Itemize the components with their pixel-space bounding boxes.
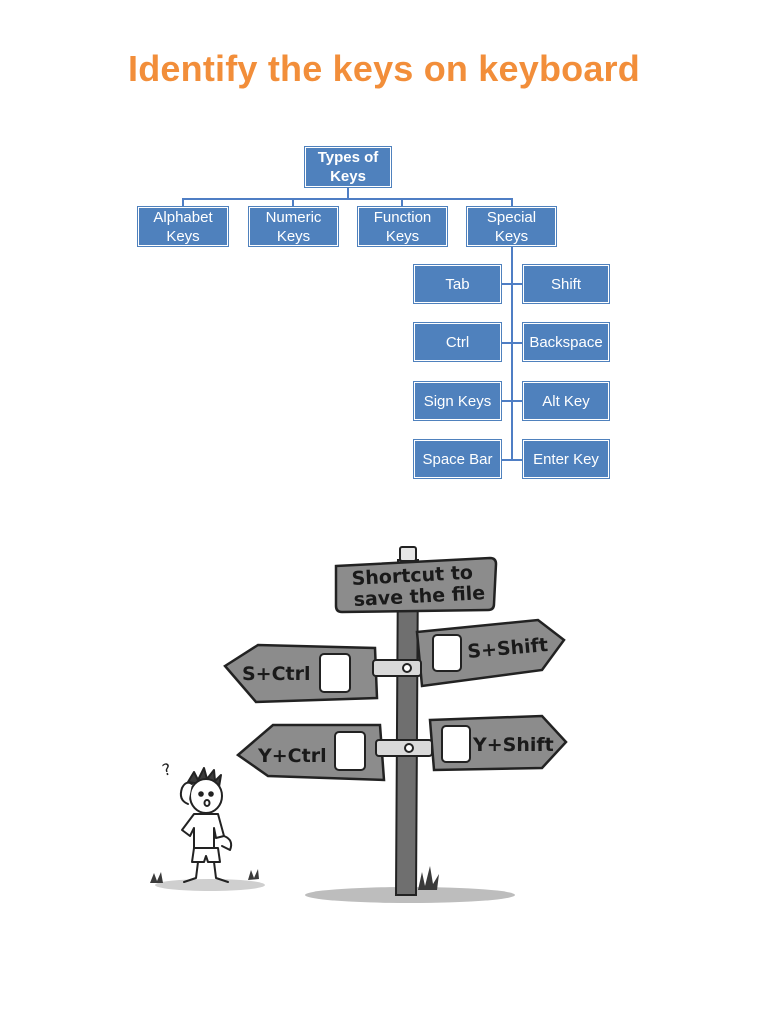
- special-key-space-bar: Space Bar: [414, 440, 501, 478]
- special-key-shift: Shift: [523, 265, 609, 303]
- connector-row-3: [500, 400, 524, 402]
- page-title: Identify the keys on keyboard: [128, 48, 640, 89]
- connector-function: [401, 198, 403, 208]
- connector-row-4: [500, 459, 524, 461]
- category-alphabet-keys: Alphabet Keys: [138, 207, 228, 246]
- special-key-sign-keys: Sign Keys: [414, 382, 501, 420]
- special-key-backspace: Backspace: [523, 323, 609, 361]
- grass-icon: [248, 869, 259, 880]
- connector-numeric: [292, 198, 294, 208]
- upper-bracket: [372, 659, 422, 677]
- diagram-root-node: Types of Keys: [305, 147, 391, 187]
- sign-y-ctrl: Y+Ctrl: [235, 723, 386, 782]
- connector-row-1: [500, 283, 524, 285]
- special-key-enter-key: Enter Key: [523, 440, 609, 478]
- category-special-keys: Special Keys: [467, 207, 556, 246]
- grass-icon: [418, 866, 439, 890]
- special-key-alt-key: Alt Key: [523, 382, 609, 420]
- special-key-tab: Tab: [414, 265, 501, 303]
- sign-y-shift: Y+Shift: [428, 714, 568, 772]
- sign-s-ctrl: S+Ctrl: [223, 643, 379, 704]
- connector-special-spine: [511, 245, 513, 461]
- category-function-keys: Function Keys: [358, 207, 447, 246]
- grass-icon: [150, 872, 163, 883]
- special-key-ctrl: Ctrl: [414, 323, 501, 361]
- lower-bolt: [404, 743, 414, 753]
- connector-special: [511, 198, 513, 208]
- upper-bolt: [402, 663, 412, 673]
- connector-category-bar: [183, 198, 513, 200]
- top-sign: Shortcut to save the file: [334, 556, 498, 614]
- sign-s-shift: S+Shift: [415, 618, 566, 688]
- sign-y-ctrl-label: Y+Ctrl: [257, 745, 327, 767]
- sign-y-shift-label: Y+Shift: [472, 734, 554, 756]
- pole-cap: [399, 546, 417, 562]
- signpost-illustration: Shortcut to save the file S+Ctrl S+Shift…: [150, 546, 568, 903]
- boy-ground-shadow: [155, 879, 265, 891]
- category-numeric-keys: Numeric Keys: [249, 207, 338, 246]
- connector-alphabet: [182, 198, 184, 208]
- question-mark-icon: ?: [160, 759, 173, 780]
- connector-row-2: [500, 342, 524, 344]
- connector-root-down: [347, 187, 349, 199]
- sign-s-ctrl-label: S+Ctrl: [242, 663, 311, 685]
- thinking-boy: [179, 767, 233, 883]
